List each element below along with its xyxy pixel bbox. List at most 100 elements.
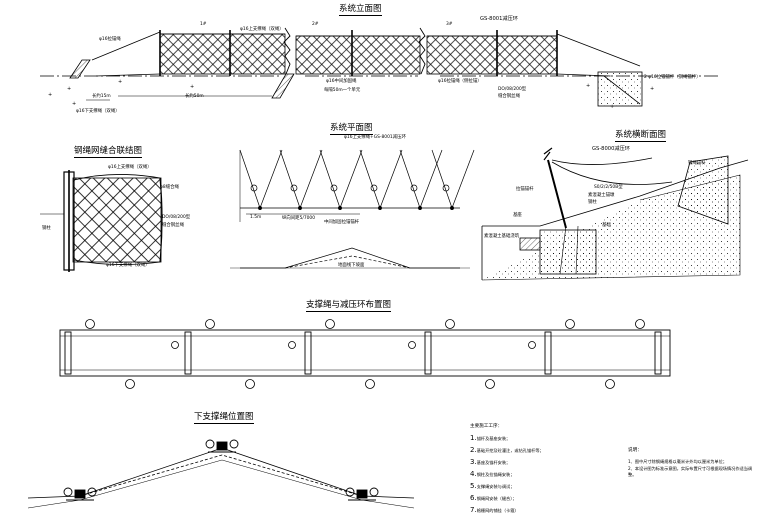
step-item: 6.钢绳网安装（缝合）； [470, 492, 600, 504]
seam-detail [40, 170, 163, 272]
brace-post [654, 331, 662, 375]
brace-post [184, 331, 192, 375]
step-text: 钢绳网安装（缝合）； [476, 496, 517, 501]
step-text: 支撑绳安装与调试； [476, 484, 515, 489]
label-mesh-seam: 缝合钢丝绳 [498, 94, 520, 99]
post-cap [356, 489, 368, 499]
pressure-ring [528, 341, 536, 349]
pressure-ring [408, 341, 416, 349]
step-text: 基础开挖及砼灌注，或钻孔锚杆等； [476, 448, 544, 453]
label-width-note: 每隔50m一个单元 [324, 88, 361, 93]
step-item: 5.支撑绳安装与调试； [470, 480, 600, 492]
pressure-ring [565, 319, 575, 329]
label-num2: 2# [312, 22, 319, 27]
plan-post [279, 149, 323, 210]
label-anchor-side: φ16拉锚绳（侧拉锚） [438, 79, 482, 84]
pressure-ring [365, 379, 375, 389]
plan-post [399, 149, 443, 210]
label-lower-rope: φ16下支撑绳（双绳） [76, 109, 120, 114]
lower-post [205, 439, 239, 453]
step-item: 3.基座及锚杆安装； [470, 456, 600, 468]
section-view [481, 147, 749, 281]
pressure-ring [635, 319, 645, 329]
brace-post [64, 331, 72, 375]
plan-dim2: 纵向间距5/7000 [282, 216, 316, 221]
step-item: 4.钢柱及拉锚绳安装； [470, 468, 600, 480]
section-anchor1: 钢绳锚杆 [688, 161, 706, 166]
plan-view [230, 149, 475, 269]
label-num3: 3# [446, 22, 453, 27]
plan-post-dot [258, 206, 262, 210]
seam-mesh: DO/08/200型 [162, 215, 191, 220]
pressure-ring [485, 379, 495, 389]
pressure-ring [288, 341, 296, 349]
label-anchor-right: 2 φ16拉锚锚杆（钢绳锚杆） [644, 75, 701, 80]
brace-post [544, 331, 552, 375]
pressure-ring [325, 319, 335, 329]
pressure-ring [205, 439, 215, 449]
pressure-ring [605, 379, 615, 389]
step-item: 7.格栅网的铺挂（卡箍） [470, 504, 600, 516]
plan-title: 系统平面图 [330, 123, 373, 135]
design-notes: 说明： 1、图中尺寸除钢绳规格以毫米计外均以厘米为单位；2、本设计图为标准示意图… [628, 447, 758, 479]
label-mid-rope: φ16中间加固绳 [326, 79, 357, 84]
step-text: 锚杆及基座安装； [476, 436, 511, 441]
plan-rope [431, 149, 453, 209]
svg-text:+: + [650, 86, 654, 92]
step-number: 2. [470, 446, 477, 454]
plan-post [359, 149, 403, 210]
pressure-ring [369, 487, 379, 497]
pressure-ring [85, 319, 95, 329]
pressure-ring [171, 341, 179, 349]
pressure-ring [445, 319, 455, 329]
steps-heading: 主要施工工序： [470, 424, 503, 429]
pressure-ring [63, 487, 73, 497]
plan-rope [239, 149, 261, 209]
seam-upper: φ16上支撑绳（双绳） [108, 165, 152, 170]
construction-steps: 主要施工工序： 1.锚杆及基座安装； 2.基础开挖及砼灌注，或钻孔锚杆等； 3.基座… [470, 423, 600, 516]
svg-text:+: + [190, 84, 194, 90]
notes-heading: 说明： [628, 448, 642, 453]
plan-ground: 地面线下坡面 [338, 263, 365, 268]
plan-rope [319, 149, 341, 209]
plan-rope [359, 149, 381, 209]
label-mesh-spec: DO/08/200型 [498, 87, 527, 92]
lower-post [345, 487, 379, 501]
plan-dim1: 1.5m [250, 215, 262, 220]
plan-post-dot [298, 206, 302, 210]
step-number: 4. [470, 470, 477, 478]
section-gs: GS-8000减压环 [592, 146, 630, 152]
lower-title: 下支撑绳位置图 [194, 412, 254, 424]
step-text: 钢柱及拉锚绳安装； [476, 472, 515, 477]
step-item: 1.锚杆及基座安装； [470, 432, 600, 444]
plan-post-dot [450, 206, 454, 210]
label-gs: GS-8001减压环 [480, 16, 518, 22]
step-number: 6. [470, 494, 477, 502]
plan-ring [250, 184, 258, 192]
plan-post-dot [338, 206, 342, 210]
section-anchor2: 拉锚锚杆 [516, 187, 534, 192]
svg-text:+: + [67, 86, 71, 92]
section-found: 基础 [602, 223, 611, 228]
plan-ring [442, 184, 450, 192]
elevation-view: +++ ++ +++ [40, 27, 720, 110]
pressure-ring [205, 319, 215, 329]
brace-title: 支撑绳与减压环布置图 [306, 300, 392, 312]
section-concrete: 素混凝土锚墩 [588, 193, 615, 198]
section-fill: 素混凝土基础浇筑 [484, 234, 520, 239]
pressure-ring [245, 379, 255, 389]
seam-mesh2: 缝合钢丝绳 [162, 223, 184, 228]
step-number: 5. [470, 482, 477, 490]
plan-dim3: 中间加固拉锚锚杆 [324, 220, 360, 225]
plan-post-dot [378, 206, 382, 210]
label-span: 长约15m [92, 94, 111, 99]
section-base: 基座 [513, 213, 522, 218]
section-title: 系统横断面图 [615, 130, 667, 142]
plan-rope [299, 149, 323, 209]
svg-text:+: + [586, 83, 590, 89]
plan-rope [279, 149, 301, 209]
svg-text:+: + [48, 92, 52, 98]
elevation-title: 系统立面图 [339, 4, 382, 16]
label-anchor-left: φ16拉锚绳 [99, 37, 121, 42]
